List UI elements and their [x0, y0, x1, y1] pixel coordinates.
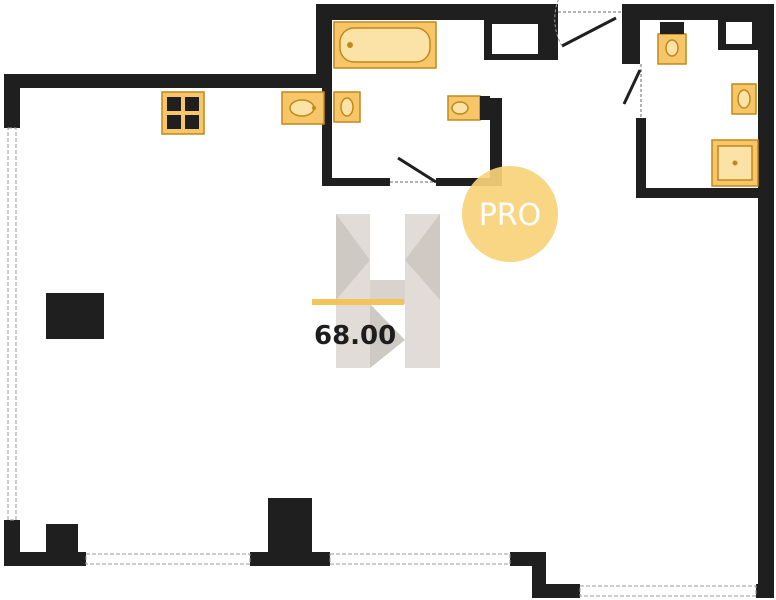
bathroom-sink-icon-2 [731, 83, 757, 115]
toilet-icon [447, 95, 490, 121]
fixtures [161, 21, 759, 187]
kitchen-sink-icon [281, 91, 325, 125]
stove-icon [161, 91, 205, 135]
windows [7, 127, 757, 597]
bathroom-sink-icon [333, 91, 361, 123]
area-accent-bar [312, 299, 404, 305]
watermark-logo [336, 214, 440, 368]
column [46, 293, 104, 339]
toilet-icon-2 [657, 22, 687, 65]
doors [390, 0, 642, 184]
bathtub-icon [333, 21, 437, 69]
shower-tray-icon [711, 139, 759, 187]
window-bottom-3 [579, 585, 757, 597]
pro-badge: PRO [462, 166, 558, 262]
window-bottom-1 [85, 553, 251, 565]
area-label: 68.00 [314, 321, 396, 351]
window-left [7, 127, 17, 521]
pro-badge-text: PRO [479, 198, 542, 233]
window-bottom-2 [329, 553, 511, 565]
